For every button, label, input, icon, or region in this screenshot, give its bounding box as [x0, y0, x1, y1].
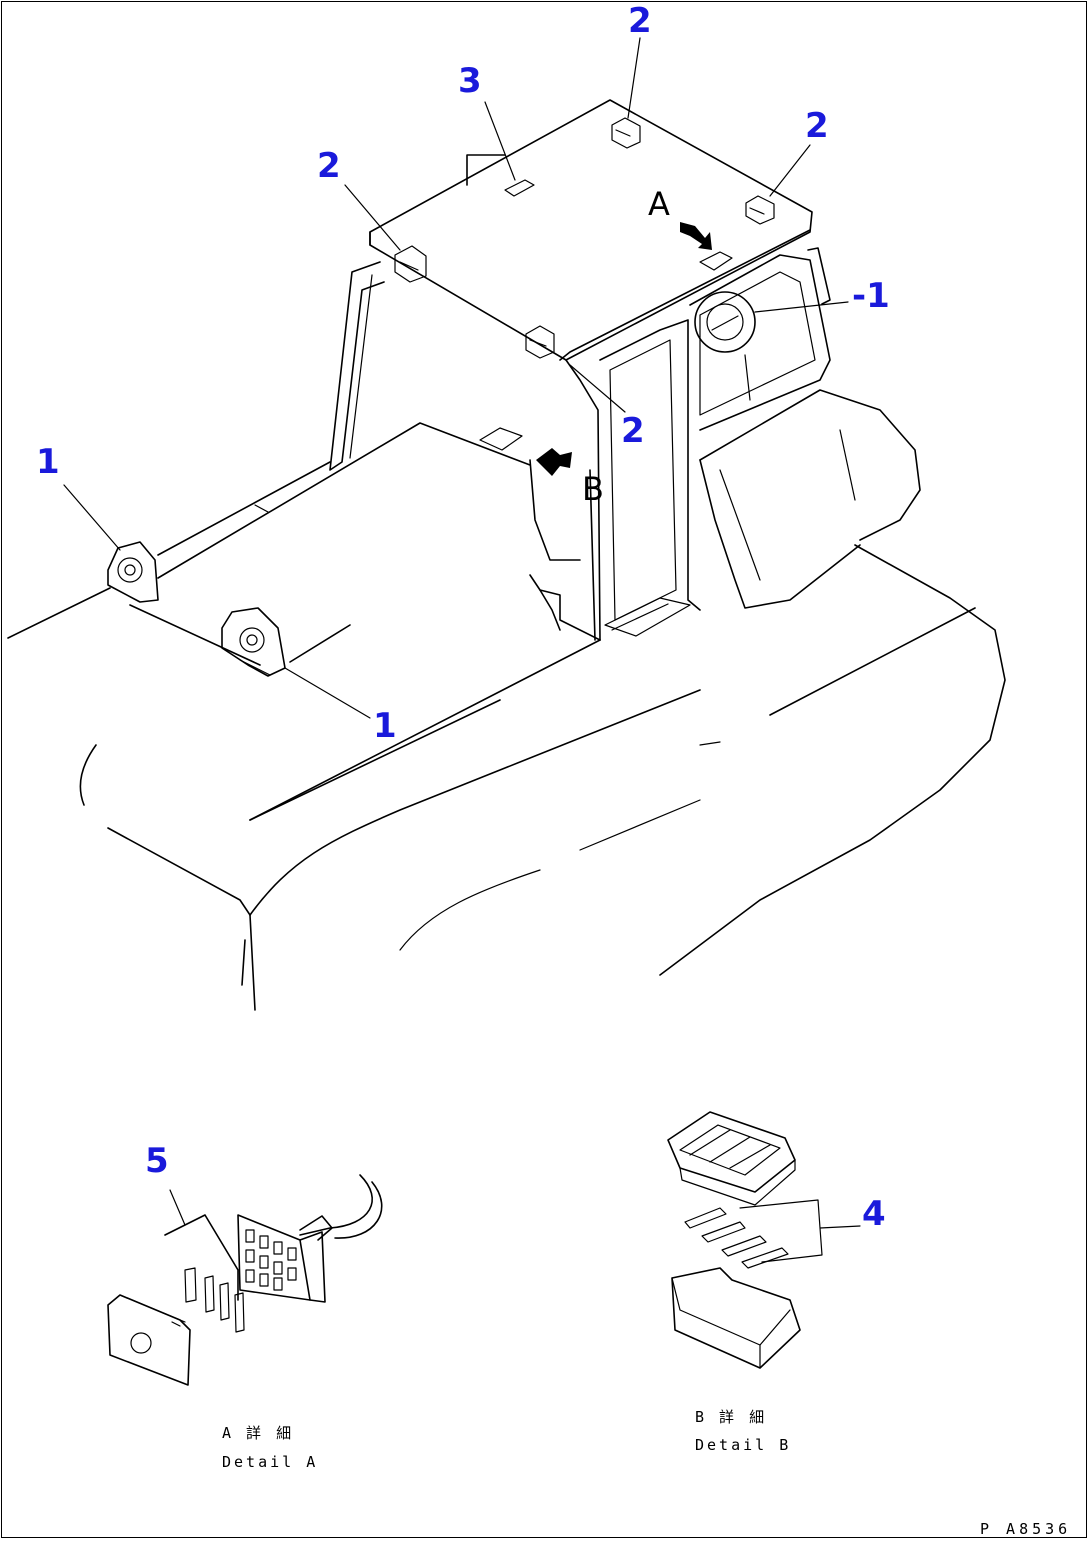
roof-lamp-front	[525, 325, 555, 359]
callout-1-right: -1	[852, 276, 890, 316]
roof-lamp-right	[745, 195, 775, 225]
view-letter-b: B	[582, 470, 604, 508]
callout-1-left: 1	[36, 442, 60, 482]
cab-body	[329, 247, 921, 641]
view-arrow-b	[479, 427, 572, 476]
detail-a-caption-en: Detail A	[222, 1453, 318, 1471]
callout-2-right: 2	[805, 106, 829, 146]
speaker-left	[107, 541, 159, 603]
detail-a-caption-jp: A 詳 細	[222, 1424, 294, 1442]
detail-b-drawing	[667, 1111, 801, 1369]
roof-lamp-top	[611, 117, 641, 149]
leader-4	[739, 1199, 861, 1263]
view-letter-a: A	[648, 185, 670, 223]
track-frame	[79, 544, 1006, 1011]
leader-1-left	[63, 484, 121, 551]
cab-speaker-right	[694, 291, 756, 353]
detail-b-caption-en: Detail B	[695, 1436, 791, 1454]
leader-lines	[344, 37, 811, 413]
drawing-code: P_A8536	[980, 1520, 1071, 1538]
dome-lamp	[504, 179, 535, 197]
roof-lamp-left	[394, 245, 427, 283]
view-arrow-a	[680, 222, 733, 271]
callout-4: 4	[862, 1194, 886, 1234]
cab-roof	[369, 99, 813, 361]
callout-1-front: 1	[373, 706, 397, 746]
detail-a-drawing	[107, 1174, 383, 1386]
leader-5	[169, 1189, 186, 1226]
callout-3: 3	[458, 61, 482, 101]
callout-labels: 2 3 2 2 -1 2 1 1 5 4	[36, 1, 890, 1234]
callout-2-mid: 2	[621, 411, 645, 451]
leader-1-front	[284, 667, 371, 719]
callout-5: 5	[145, 1141, 169, 1181]
speaker-front	[221, 607, 286, 677]
callout-2-top: 2	[628, 1, 652, 41]
leader-1-right	[754, 301, 849, 313]
detail-b-caption-jp: B 詳 細	[695, 1408, 767, 1426]
callout-2-left: 2	[317, 146, 341, 186]
fender-deck	[7, 422, 601, 821]
